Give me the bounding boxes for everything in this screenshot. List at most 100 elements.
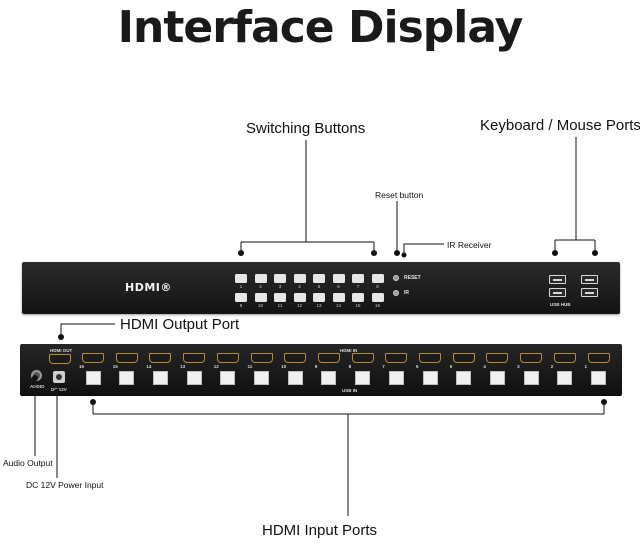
- hdmi-input-port-11[interactable]: [250, 353, 273, 363]
- switch-button-15[interactable]: [352, 293, 364, 302]
- usb-input-port-12[interactable]: [220, 371, 236, 385]
- port-number: 7: [382, 364, 385, 369]
- hdmi-input-port-4[interactable]: [486, 353, 509, 363]
- switch-button-7[interactable]: [352, 274, 364, 283]
- usb-input-port-15[interactable]: [119, 371, 135, 385]
- hdmi-input-port-8[interactable]: [351, 353, 374, 363]
- audio-jack-icon[interactable]: [31, 370, 42, 381]
- usb-port[interactable]: [581, 275, 598, 284]
- hdmi-input-port-9[interactable]: [317, 353, 340, 363]
- usb-input-port-9[interactable]: [321, 371, 337, 385]
- switch-button-number: 2: [259, 284, 262, 289]
- usb-input-port-14[interactable]: [152, 371, 168, 385]
- usb-input-port-13[interactable]: [186, 371, 202, 385]
- port-number: 2: [550, 364, 554, 369]
- switch-button-8[interactable]: [371, 274, 384, 283]
- port-number: 16: [79, 364, 85, 369]
- reset-button-label: Reset button: [375, 190, 424, 200]
- ir-receiver-led: [393, 290, 399, 296]
- switch-button-12[interactable]: [293, 293, 306, 302]
- switch-button-number: 7: [356, 284, 360, 289]
- switch-button-9[interactable]: [235, 293, 247, 302]
- port-number: 15: [112, 364, 118, 369]
- switch-button-3[interactable]: [274, 274, 286, 283]
- port-number: 1: [584, 364, 588, 369]
- usb-input-port-1[interactable]: [591, 371, 606, 385]
- switch-button-2[interactable]: [254, 274, 267, 283]
- switch-button-number: 9: [239, 303, 243, 308]
- port-number: 12: [213, 364, 219, 369]
- switch-button-number: 16: [374, 303, 380, 308]
- usb-port[interactable]: [549, 275, 566, 284]
- audio-output-label: Audio Output: [3, 458, 53, 468]
- switch-button-1[interactable]: [235, 274, 247, 283]
- switch-button-13[interactable]: [313, 293, 325, 302]
- hdmi-input-port-2[interactable]: [553, 353, 576, 363]
- hdmi-input-ports-label: HDMI Input Ports: [262, 522, 378, 539]
- hdmi-input-port-16[interactable]: [82, 353, 104, 363]
- port-number: 10: [281, 364, 287, 369]
- page-title: Interface Display: [117, 2, 524, 53]
- usb-input-port-5[interactable]: [456, 371, 472, 385]
- hdmi-input-port-1[interactable]: [587, 353, 610, 363]
- hdmi-input-port-12[interactable]: [216, 353, 239, 363]
- switch-button-14[interactable]: [332, 293, 345, 302]
- switch-button-number: 5: [317, 284, 321, 289]
- usb-hub-text: USB HUB: [550, 302, 571, 307]
- switch-button-number: 12: [296, 303, 302, 308]
- switch-button-4[interactable]: [293, 274, 306, 283]
- port-number: 14: [146, 364, 152, 369]
- usb-input-port-10[interactable]: [287, 371, 303, 385]
- ir-callout-line: [403, 243, 444, 254]
- switch-button-number: 8: [376, 284, 379, 289]
- switch-button-number: 14: [335, 303, 341, 308]
- usb-input-port-2[interactable]: [557, 371, 573, 385]
- usb-port[interactable]: [549, 288, 566, 297]
- hdmi-in-text: HDMI IN: [340, 348, 358, 353]
- port-number: 5: [449, 364, 453, 369]
- hdmi-output-port-label: HDMI Output Port: [120, 316, 240, 333]
- hdmi-out-port[interactable]: [49, 354, 71, 364]
- dc-power-input-label: DC 12V Power Input: [26, 480, 104, 490]
- switch-button-10[interactable]: [254, 293, 267, 302]
- hdmi-input-port-7[interactable]: [385, 353, 408, 363]
- dc-text: DC 12V: [51, 387, 67, 392]
- hdmi-input-port-5[interactable]: [452, 353, 475, 363]
- hdmi-out-callout-line: [60, 323, 115, 337]
- dc-power-jack-icon[interactable]: [53, 371, 65, 383]
- switching-buttons-label: Switching Buttons: [246, 120, 366, 137]
- port-number: 3: [517, 364, 520, 369]
- switch-button-number: 15: [355, 303, 361, 308]
- hdmi-input-port-3[interactable]: [520, 353, 543, 363]
- usb-input-port-11[interactable]: [254, 371, 269, 385]
- hdmi-input-port-13[interactable]: [183, 353, 206, 363]
- switch-button-number: 11: [277, 303, 283, 308]
- switch-button-number: 3: [278, 284, 282, 289]
- usb-input-port-4[interactable]: [489, 371, 505, 385]
- hdmi-input-port-6[interactable]: [419, 353, 441, 363]
- reset-led[interactable]: [393, 275, 399, 281]
- hdmi-out-text: HDMI OUT: [50, 348, 73, 353]
- audio-text: AUDIO: [30, 384, 45, 389]
- port-number: 9: [314, 364, 318, 369]
- switch-button-5[interactable]: [313, 274, 325, 283]
- hdmi-input-port-14[interactable]: [149, 353, 172, 363]
- usb-input-port-16[interactable]: [85, 371, 101, 385]
- ir-receiver-label: IR Receiver: [447, 240, 492, 250]
- usb-input-port-8[interactable]: [355, 371, 371, 385]
- port-number: 6: [416, 364, 419, 369]
- keyboard-mouse-ports-label: Keyboard / Mouse Ports: [480, 117, 640, 134]
- port-number: 8: [348, 364, 352, 369]
- usb-port[interactable]: [581, 288, 598, 297]
- reset-text: RESET: [404, 275, 421, 281]
- switch-button-6[interactable]: [332, 274, 345, 283]
- switch-button-16[interactable]: [371, 293, 384, 302]
- switch-button-number: 13: [316, 303, 322, 308]
- hdmi-input-port-10[interactable]: [284, 353, 307, 363]
- hdmi-input-port-15[interactable]: [115, 353, 138, 363]
- usb-input-port-7[interactable]: [388, 371, 404, 385]
- switch-button-11[interactable]: [274, 293, 286, 302]
- port-number: 4: [483, 364, 486, 369]
- usb-input-port-3[interactable]: [523, 371, 539, 385]
- usb-input-port-6[interactable]: [422, 371, 438, 385]
